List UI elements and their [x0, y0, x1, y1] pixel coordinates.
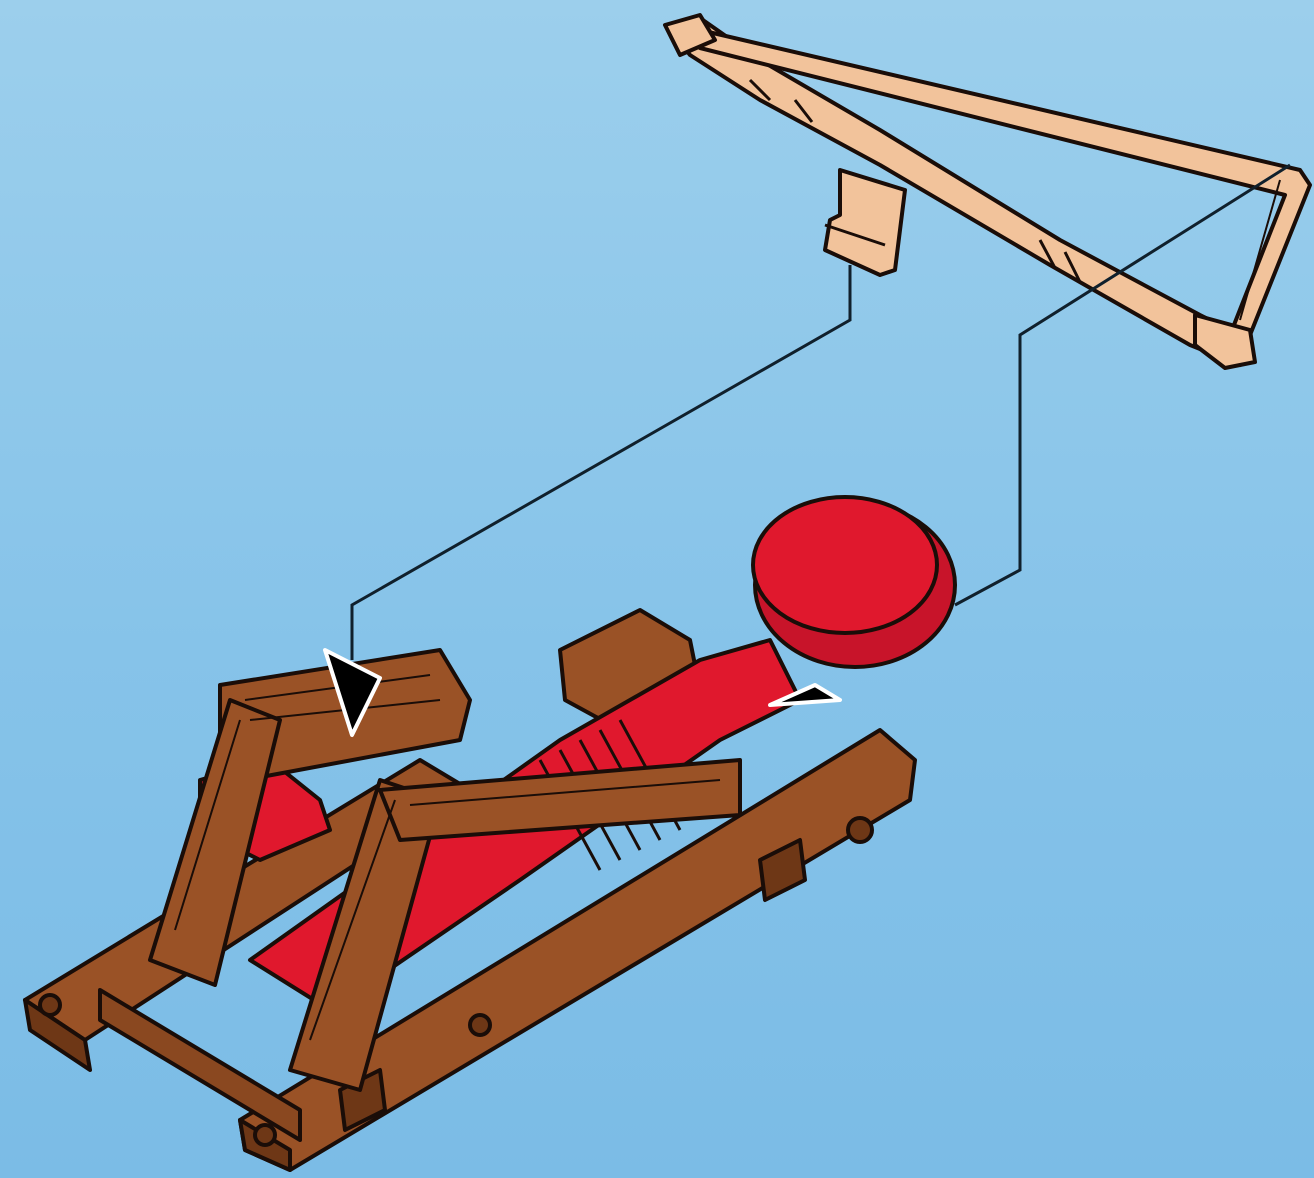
- crossbow-bow-part: [665, 15, 1310, 368]
